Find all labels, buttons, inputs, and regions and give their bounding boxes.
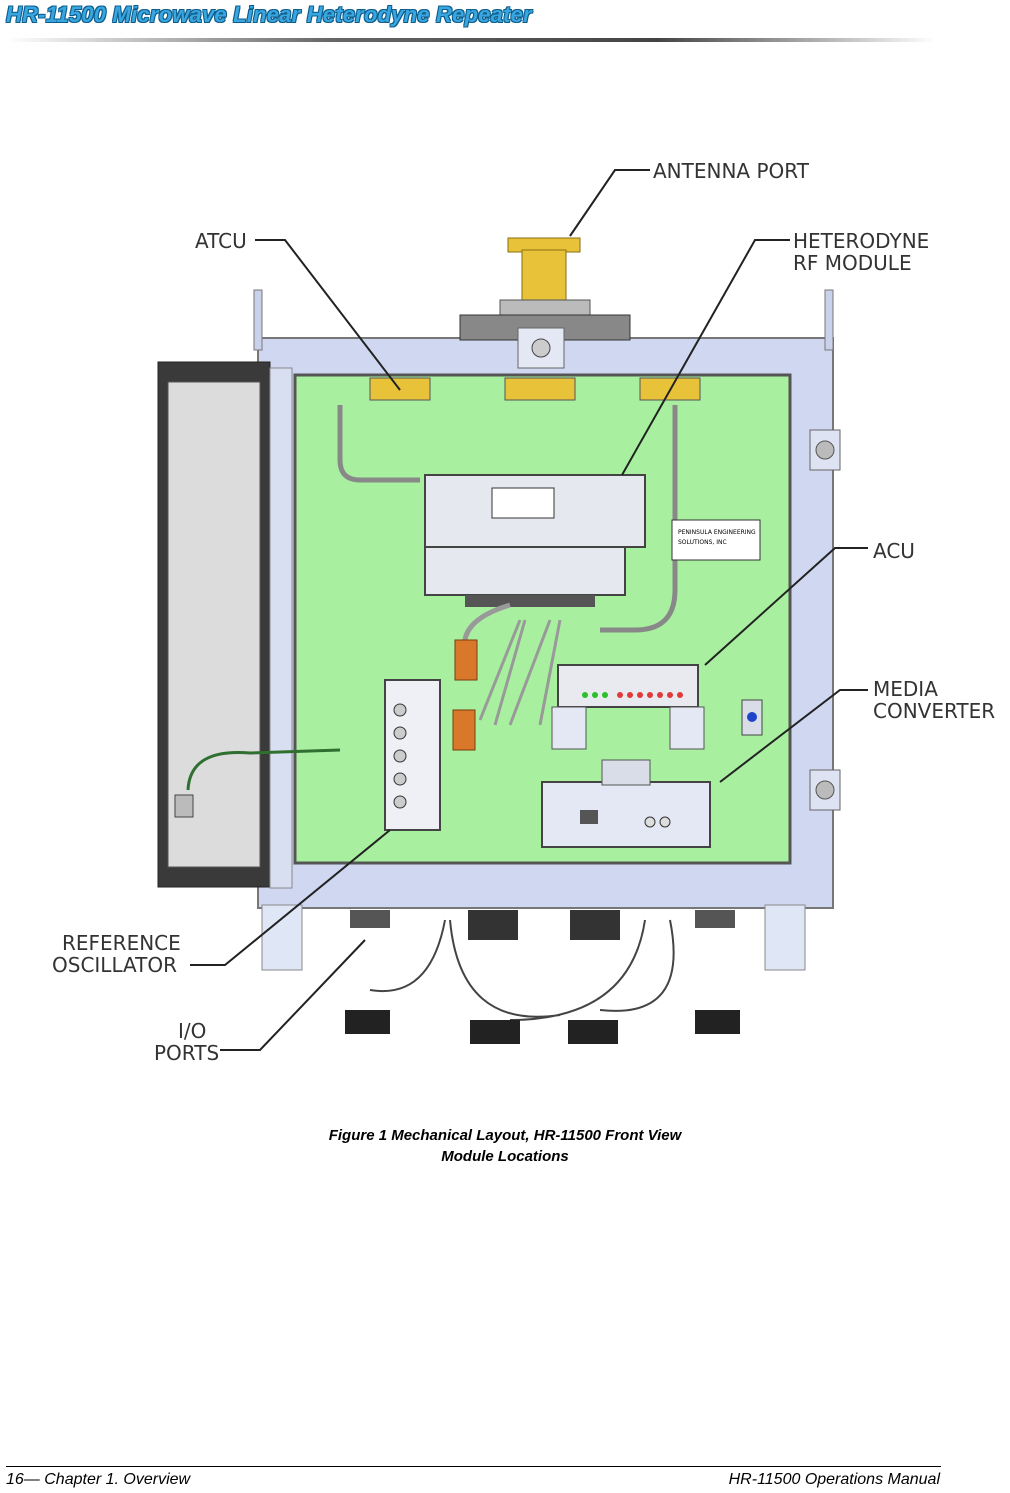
heterodyne-rf-module	[424, 474, 646, 607]
figure-caption-line1: Figure 1 Mechanical Layout, HR-11500 Fro…	[328, 1127, 682, 1144]
media-converter-module	[541, 699, 763, 848]
acu-module	[551, 664, 705, 750]
top-filters	[337, 377, 701, 633]
io-ports	[345, 910, 740, 1044]
callout-reference-line1: REFERENCE	[62, 931, 181, 955]
callout-antenna-port: ANTENNA PORT	[653, 159, 810, 183]
figure-caption-line2: Module Locations	[441, 1148, 569, 1165]
callout-heterodyne-line1: HETERODYNE	[793, 229, 929, 253]
antenna-port-waveguide	[459, 237, 631, 369]
cables	[174, 602, 675, 1021]
callout-atcu: ATCU	[195, 229, 247, 253]
mechanical-layout-figure: PENINSULA ENGINEERING SOLUTIONS, INC	[40, 150, 1010, 1075]
page-header-title: HR-11500 Microwave Linear Heterodyne Rep…	[6, 2, 532, 27]
callout-io-line1: I/O	[178, 1019, 206, 1043]
callout-reference-line2: OSCILLATOR	[52, 953, 177, 977]
nameplate-line2: SOLUTIONS, INC	[678, 539, 727, 546]
header-rule	[6, 38, 936, 42]
reference-oscillator-module	[384, 679, 441, 831]
leader-lines	[190, 169, 868, 1051]
callout-io-line2: PORTS	[154, 1041, 219, 1065]
footer-manual-title: HR-11500 Operations Manual	[728, 1471, 940, 1488]
footer-rule	[6, 1466, 941, 1467]
footer-chapter: 16— Chapter 1. Overview	[6, 1471, 191, 1488]
callout-media-line1: MEDIA	[873, 677, 938, 701]
callout-acu: ACU	[873, 539, 915, 563]
nameplate: PENINSULA ENGINEERING SOLUTIONS, INC	[671, 519, 761, 561]
callout-media-line2: CONVERTER	[873, 699, 995, 723]
callout-heterodyne-line2: RF MODULE	[793, 251, 912, 275]
nameplate-line1: PENINSULA ENGINEERING	[678, 529, 756, 536]
